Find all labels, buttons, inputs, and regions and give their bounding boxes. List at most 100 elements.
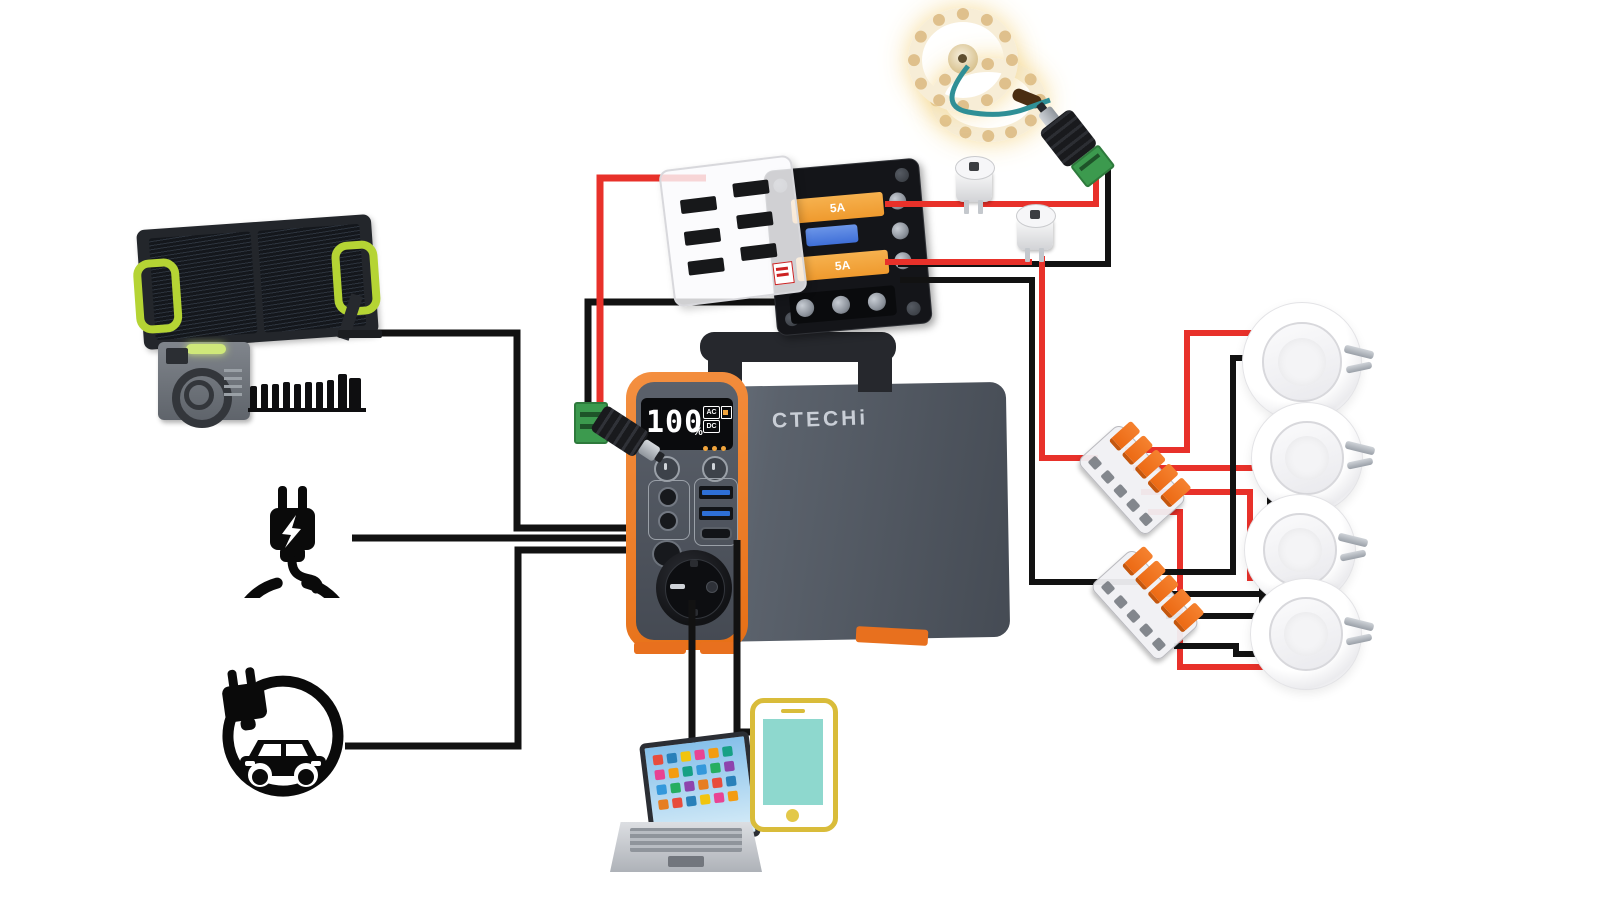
fuse-terminal-screw-1 — [888, 191, 907, 211]
led-strip-hub — [948, 44, 978, 74]
fuse-top: 5A — [790, 191, 885, 224]
ac-outlet — [656, 550, 732, 626]
car-icon-plug — [222, 667, 267, 731]
laptop-app-icon — [657, 798, 670, 811]
usb-output-group — [694, 478, 738, 546]
fuse-label-chip — [732, 179, 770, 198]
solar-panel-kickstand-foot — [338, 330, 382, 338]
ac-outlet-hole-right — [706, 581, 718, 593]
laptop-app-icon — [709, 762, 722, 774]
laptop-app-icon — [699, 793, 711, 806]
fuse-terminal-screw-2 — [891, 221, 910, 241]
smartphone — [750, 698, 838, 832]
car-charging-icon — [222, 667, 344, 797]
fuse-label-chip — [683, 227, 722, 246]
downlight-face — [1284, 435, 1330, 481]
adapter-tip-tray — [248, 408, 366, 412]
laptop-app-icon — [652, 754, 664, 766]
adapter-tip — [349, 378, 361, 408]
laptop-trackpad — [668, 856, 704, 867]
usb-power-button — [702, 456, 728, 482]
laptop-app-icon — [680, 750, 692, 763]
downlight-face — [1278, 338, 1326, 386]
downlight-4 — [1250, 578, 1375, 690]
laptop-app-icon — [683, 780, 696, 792]
power-station-front-panel: 100 % AC DC — [636, 382, 738, 640]
controller-label-lines — [224, 366, 242, 396]
fuse-middle-blue — [805, 224, 859, 247]
laptop-base — [610, 822, 762, 872]
adapter-tip — [250, 386, 257, 408]
fuse-box-cover — [658, 154, 808, 308]
dc-adapter-tip-set — [248, 368, 368, 414]
display-battery-fill — [723, 410, 728, 415]
ac-outlet-earth-clip-bottom — [690, 609, 698, 616]
ac-outlet-slot-left — [670, 584, 685, 589]
station-foot-right — [855, 626, 929, 646]
switch-prong — [1025, 248, 1030, 262]
adapter-tip — [283, 382, 290, 408]
fuse-label-chip — [679, 195, 718, 215]
wago-connector-positive — [1076, 420, 1192, 538]
fuse-bottom: 5A — [795, 249, 890, 282]
laptop-app-icon — [721, 745, 734, 757]
laptop-app-icon — [727, 790, 739, 802]
adapter-tip — [316, 382, 323, 408]
power-station-handle-post-right — [858, 352, 892, 392]
laptop-app-icon — [682, 765, 694, 777]
fuse-terminal-screw-3 — [893, 251, 913, 270]
display-badge-ac: AC — [703, 406, 720, 419]
display-mode-dots — [703, 438, 730, 456]
battery-percent-unit: % — [693, 426, 703, 438]
laptop-app-icon — [671, 797, 683, 809]
adapter-tip — [327, 380, 334, 408]
fuse-label-chip — [736, 211, 774, 230]
laptop-app-icon — [656, 784, 668, 796]
controller-coiled-cable — [172, 368, 232, 428]
laptop-app-icon — [697, 778, 709, 791]
switch-rocker — [1030, 210, 1040, 219]
ground-bus — [788, 285, 898, 325]
switch-rocker — [969, 162, 979, 171]
controller-coiled-cable-inner — [184, 380, 214, 410]
led-strip-dc-connector — [1023, 88, 1118, 192]
laptop-app-icon — [711, 777, 723, 789]
laptop-app-icon — [668, 767, 680, 779]
dc-output-group — [648, 480, 690, 540]
laptop-keyboard — [630, 828, 742, 852]
station-foot-mid — [700, 642, 740, 654]
dc-output-port-2 — [658, 511, 678, 531]
phone-speaker — [781, 709, 805, 713]
laptop-app-icon — [669, 782, 682, 794]
ground-bus-screw-2 — [831, 295, 851, 315]
fuse-label-chip — [740, 242, 778, 262]
inline-switch-2 — [1016, 204, 1056, 262]
switch-prong — [964, 200, 969, 214]
laptop-app-icon — [654, 769, 666, 781]
laptop-app-icon — [713, 792, 725, 804]
adapter-tip — [272, 384, 279, 408]
adapter-tip — [261, 384, 268, 408]
inline-switch-1 — [955, 156, 995, 214]
display-badge-dc: DC — [703, 420, 720, 433]
solar-panel-handle-left — [132, 257, 184, 335]
wire-car-to-station — [345, 546, 660, 750]
laptop-app-icon — [694, 749, 706, 761]
ac-plug-icon — [244, 486, 340, 598]
laptop-app-icon — [695, 764, 708, 776]
laptop-app-icon — [685, 795, 697, 807]
switch-prong — [978, 200, 983, 214]
car-icon-car — [240, 740, 326, 787]
controller-led-strip — [186, 344, 226, 354]
wire-wago1-to-downlight1 — [1125, 330, 1258, 453]
fuse-cover-sticker — [772, 261, 795, 286]
station-foot-left — [634, 642, 686, 654]
fuse-block-screw-br — [906, 300, 922, 317]
adapter-tip — [305, 382, 312, 408]
laptop-app-icon — [708, 747, 720, 759]
wire-switch2-to-wago1 — [1039, 256, 1098, 461]
adapter-tip — [338, 374, 347, 408]
adapter-tip — [294, 384, 301, 408]
laptop-app-icon — [725, 775, 737, 787]
